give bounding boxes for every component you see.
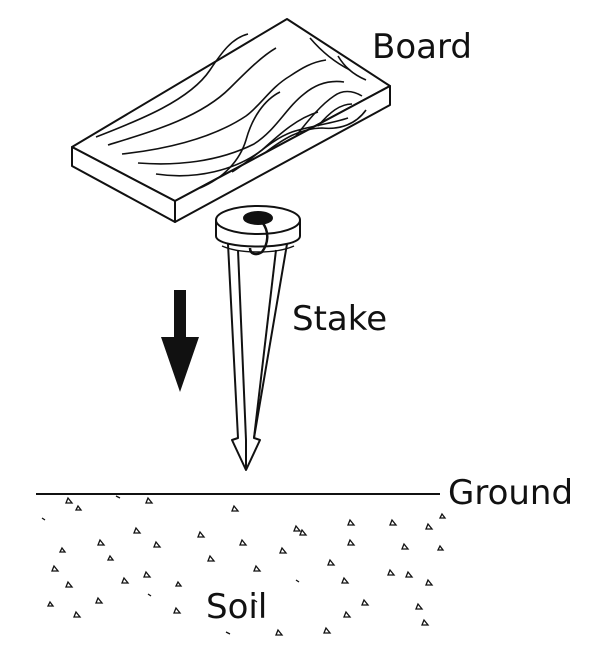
ground-label: Ground: [448, 473, 574, 513]
stake-shaft: [227, 243, 288, 471]
board-label: Board: [372, 27, 472, 67]
stake-rib: [237, 249, 247, 441]
soil-label: Soil: [206, 587, 268, 627]
board-right-face: [174, 85, 391, 223]
wood-grain: [95, 33, 367, 189]
stake-label: Stake: [292, 299, 388, 339]
stake: [215, 205, 301, 471]
stake-cap-shadow: [221, 245, 295, 253]
stake-hole: [243, 211, 273, 225]
down-arrow-icon: [161, 290, 199, 392]
board: [71, 18, 391, 223]
stake-rib-2: [253, 249, 277, 439]
soil-speckles: [41, 495, 447, 636]
